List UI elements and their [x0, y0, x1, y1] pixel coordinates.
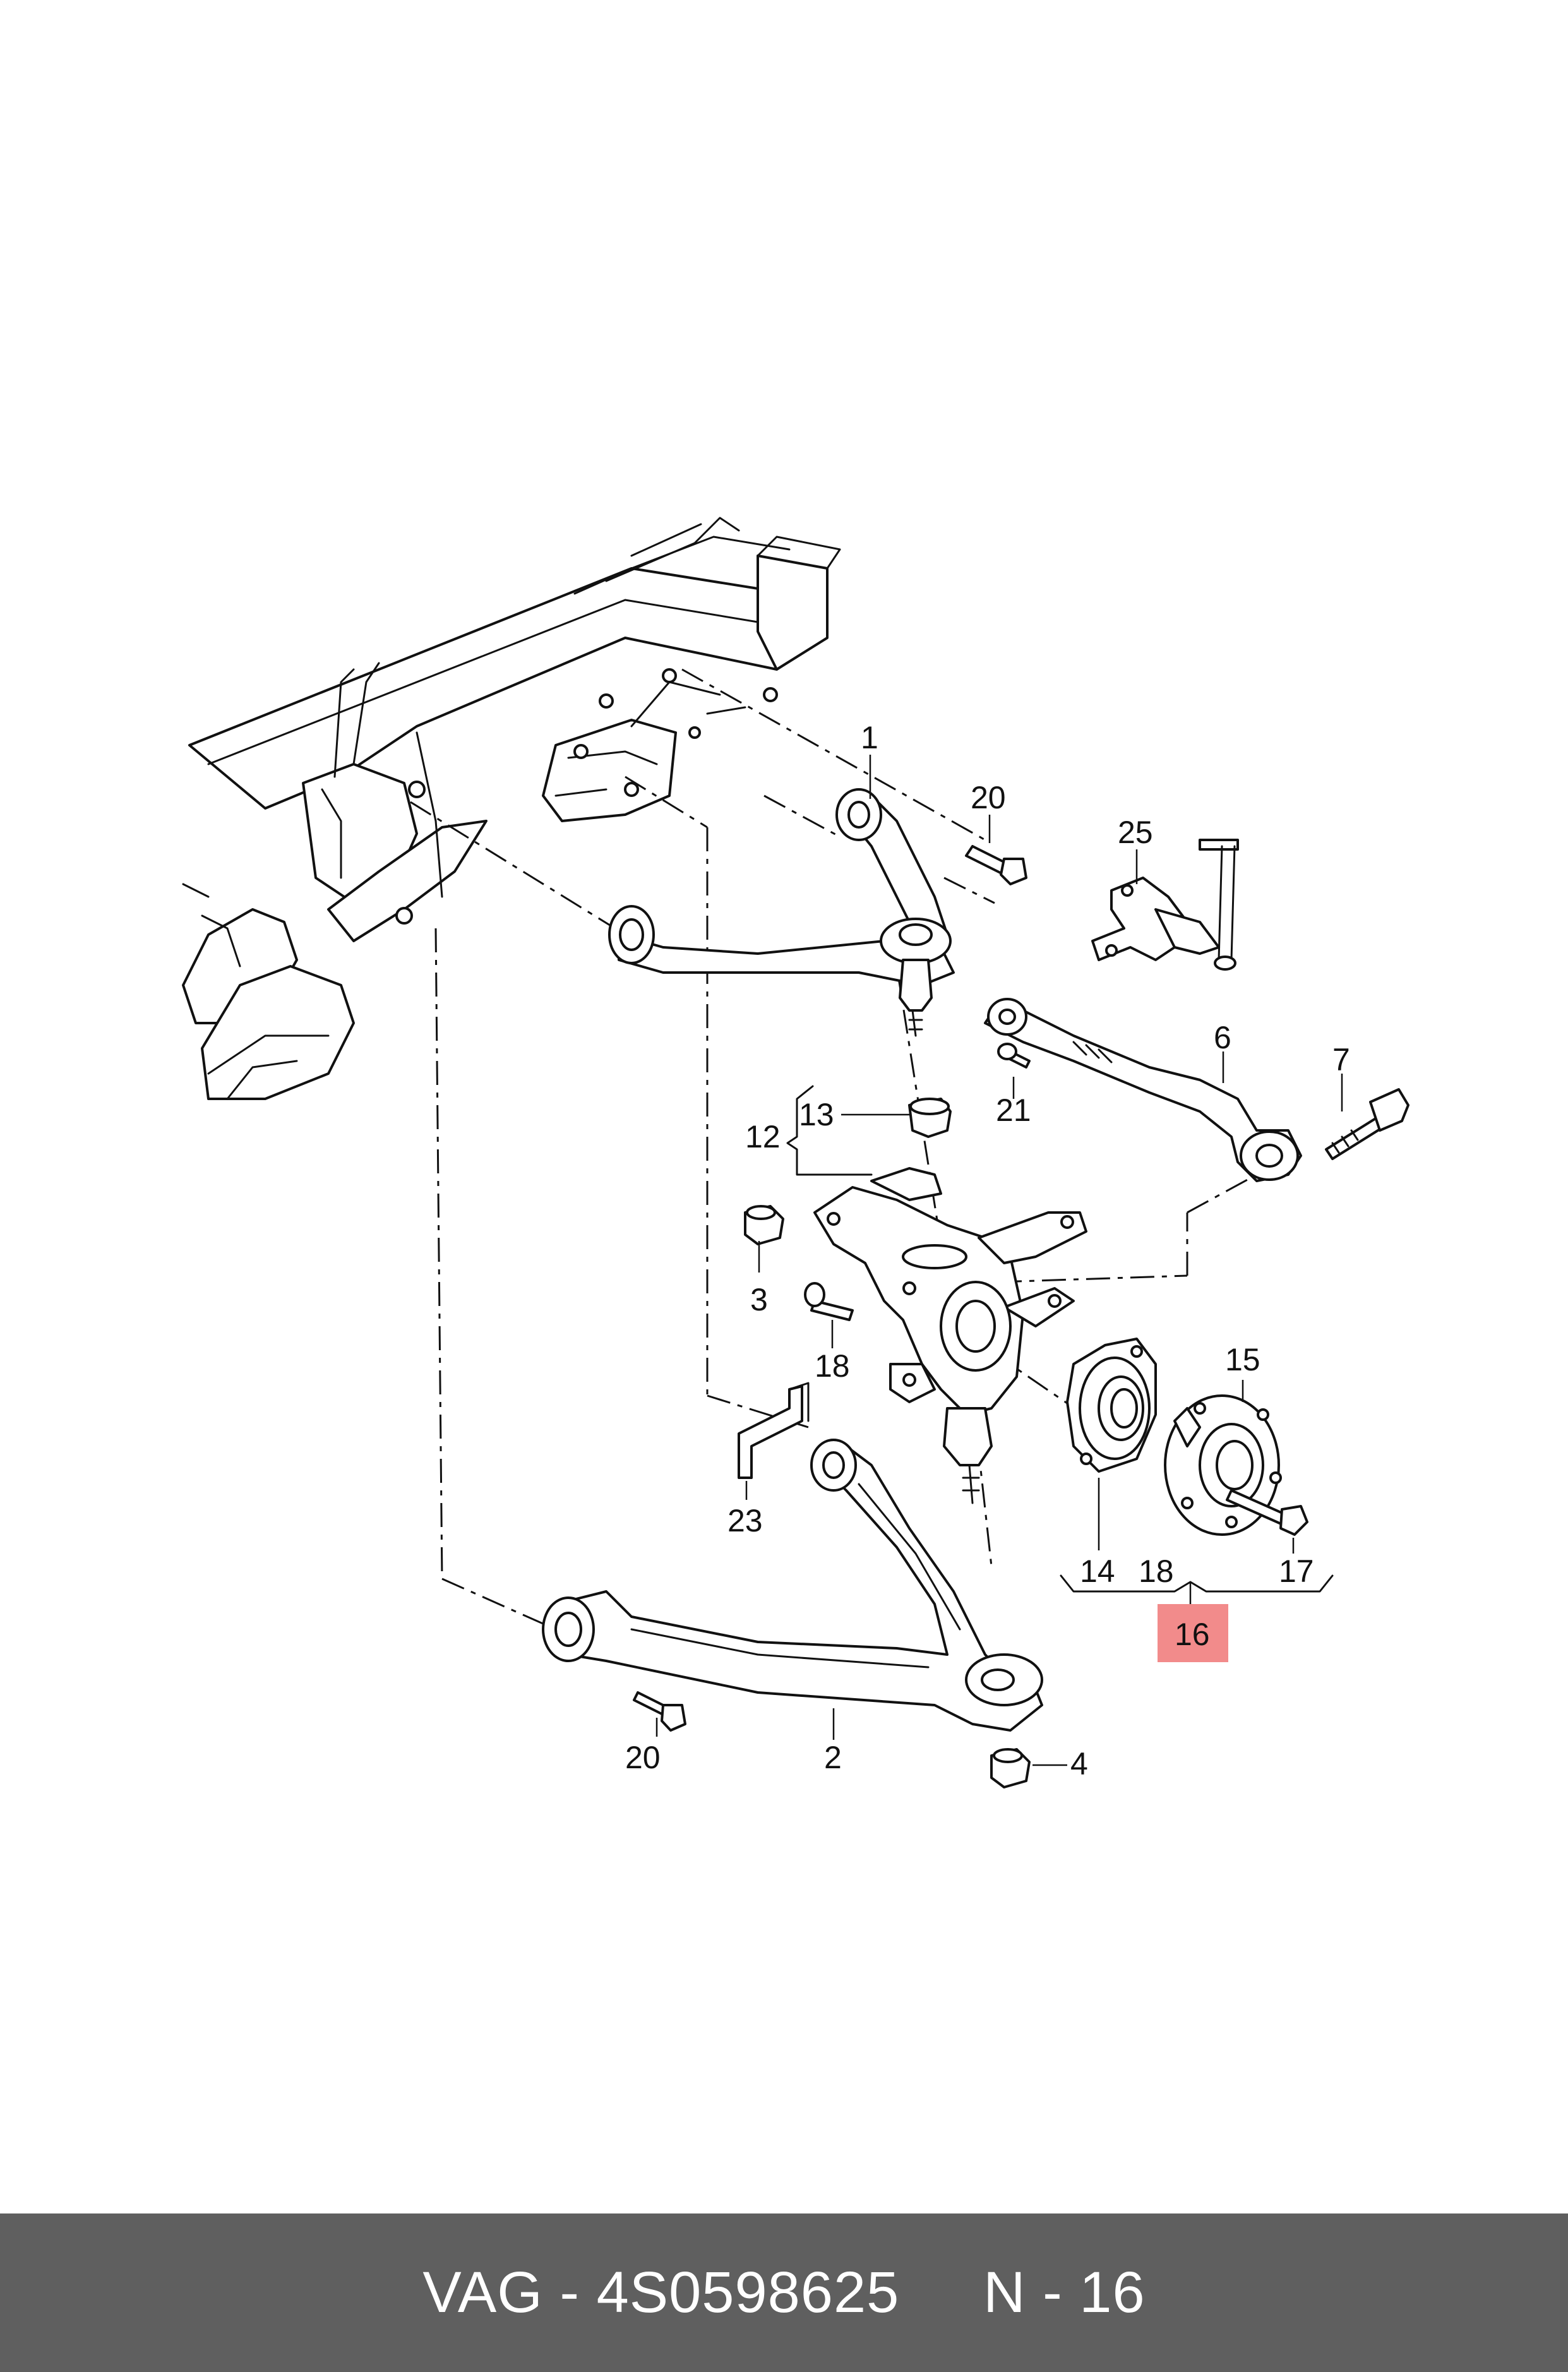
callout-2: 2: [824, 1740, 842, 1775]
bushing-13: [908, 1098, 952, 1138]
callout-4: 4: [1070, 1746, 1088, 1782]
wheel-bearing: [1066, 1338, 1157, 1473]
callout-1: 1: [861, 720, 878, 755]
callout-13: 13: [799, 1097, 834, 1132]
lower-control-arm: [542, 1439, 1043, 1732]
callout-25: 25: [1118, 815, 1153, 850]
callout-15: 15: [1225, 1342, 1260, 1377]
callout-18-knuckle: 18: [815, 1348, 850, 1384]
bolt-20-upper: [965, 845, 1027, 885]
footer-text: VAG - 4S0598625 N - 16: [422, 2260, 1146, 2325]
nut-3: [744, 1205, 784, 1245]
nut-4: [990, 1748, 1031, 1788]
callout-18-hub: 18: [1139, 1554, 1174, 1589]
callout-12: 12: [745, 1119, 781, 1154]
callout-17: 17: [1279, 1554, 1314, 1589]
callout-6: 6: [1214, 1020, 1231, 1055]
bolt-18: [804, 1282, 854, 1321]
bolt-17: [1226, 1489, 1308, 1536]
highlight-box: [1158, 1604, 1228, 1662]
centerlines: [410, 668, 1257, 1631]
callout-23: 23: [727, 1503, 763, 1538]
subframe: [182, 517, 841, 1100]
callout-16: 16: [1175, 1617, 1210, 1652]
toe-link: [984, 998, 1302, 1182]
callout-20-lower: 20: [625, 1740, 661, 1775]
bracket-23: [738, 1382, 810, 1479]
bolt-7: [1325, 1088, 1409, 1160]
suspension-exploded-diagram: 1 20 25 6 7 21 13 12 3 18 15 23 14 18 17…: [182, 517, 1409, 1788]
callout-14: 14: [1080, 1554, 1115, 1589]
callout-3: 3: [750, 1282, 768, 1317]
callout-21: 21: [996, 1093, 1031, 1128]
wheel-knuckle: [813, 1167, 1087, 1504]
part-number-footer: VAG - 4S0598625 N - 16: [0, 2213, 1568, 2372]
leader-lines: [655, 755, 1343, 1766]
bolt-20-lower: [633, 1691, 686, 1732]
upper-control-arm: [608, 788, 955, 1037]
bolt-21: [997, 1043, 1031, 1069]
callout-20-upper: 20: [971, 780, 1006, 815]
level-sensor: [1091, 839, 1239, 971]
callouts: 1 20 25 6 7 21 13 12 3 18 15 23 14 18 17…: [625, 720, 1350, 1782]
callout-7: 7: [1332, 1042, 1350, 1077]
